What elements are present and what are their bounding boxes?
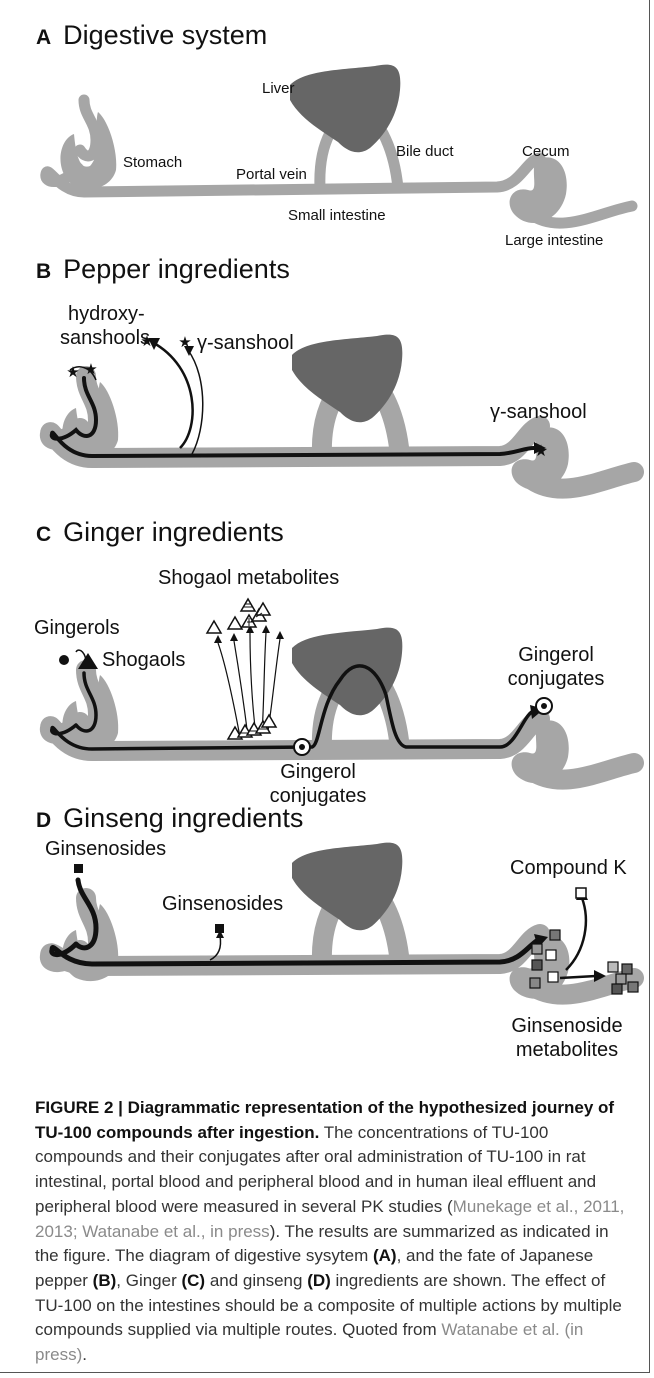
caption-ref-b: (B) [93, 1271, 117, 1290]
panel-d-letter: D [36, 809, 51, 832]
panel-c-diagram: Shogaol metabolites Gingerols Shogaols G… [0, 555, 654, 810]
label-metabolites-1: Ginsenoside [511, 1015, 622, 1037]
panel-d-diagram: Ginsenosides Ginsenosides Compound K Gin… [0, 840, 654, 1080]
label-conj-bottom-1: Gingerol [280, 761, 356, 783]
star-gamma-top-icon: ★ [178, 334, 191, 351]
label-gamma-top: γ-sanshool [197, 332, 294, 354]
label-hydroxy-1: hydroxy- [68, 303, 145, 325]
caption-ref-d: (D) [307, 1271, 331, 1290]
label-conj-right-1: Gingerol [518, 644, 594, 666]
label-gamma-right: γ-sanshool [490, 401, 587, 423]
caption-text-4: , Ginger [116, 1271, 181, 1290]
esophagus [80, 100, 96, 156]
caption-text-7: . [82, 1345, 87, 1364]
star-gamma-cecum-icon: ★ [534, 443, 548, 460]
label-portal-vein: Portal vein [236, 166, 307, 183]
caption-ref-c: (C) [181, 1271, 205, 1290]
label-ginsenosides-left: Ginsenosides [45, 840, 166, 860]
ginseng-tract-path [52, 880, 538, 964]
label-cecum: Cecum [522, 143, 570, 160]
figure-caption: FIGURE 2 | Diagrammatic representation o… [35, 1096, 635, 1368]
shogaol-metabolite-icons [207, 599, 276, 739]
compound-k-icon [576, 888, 586, 898]
caption-text-5: and ginseng [205, 1271, 307, 1290]
ginsenoside-square-icon [74, 864, 83, 873]
label-bile-duct: Bile duct [396, 143, 454, 160]
label-metabolites-2: metabolites [516, 1039, 618, 1061]
panel-c-title: C Ginger ingredients [36, 517, 284, 548]
label-shogaols: Shogaols [102, 649, 185, 671]
star-gamma-sanshool-icon: ★ [66, 364, 79, 381]
pepper-tract-path [52, 378, 534, 456]
ginsenoside-mid-square-icon [215, 924, 224, 933]
panel-d-heading: Ginseng ingredients [63, 803, 303, 833]
label-gingerols: Gingerols [34, 617, 120, 639]
panel-d-title: D Ginseng ingredients [36, 803, 303, 834]
label-ginsenosides-mid: Ginsenosides [162, 893, 283, 915]
caption-ref-a: (A) [373, 1246, 397, 1265]
gingerol-dot-icon [59, 655, 69, 665]
cecum-shape [510, 157, 567, 223]
panel-a-diagram: Liver Stomach Portal vein Bile duct Cecu… [0, 0, 654, 255]
ginger-tract-path [52, 666, 534, 749]
label-stomach: Stomach [123, 154, 182, 171]
panel-c-heading: Ginger ingredients [63, 517, 284, 547]
label-shogaol-metabolites: Shogaol metabolites [158, 567, 339, 589]
label-hydroxy-2: sanshools [60, 327, 150, 349]
label-liver: Liver [262, 80, 295, 97]
shogaol-triangle-icon [78, 653, 98, 669]
star-hydroxy-sanshool-icon: ★ [84, 361, 97, 378]
label-large-intestine: Large intestine [505, 232, 603, 249]
label-compound-k: Compound K [510, 857, 627, 879]
panel-b-diagram: ★ ★ ★ ★ ★ hydroxy- sanshools γ-sanshool … [0, 258, 654, 508]
label-small-intestine: Small intestine [288, 207, 386, 224]
label-conj-right-2: conjugates [508, 668, 605, 690]
panel-c-letter: C [36, 523, 51, 546]
